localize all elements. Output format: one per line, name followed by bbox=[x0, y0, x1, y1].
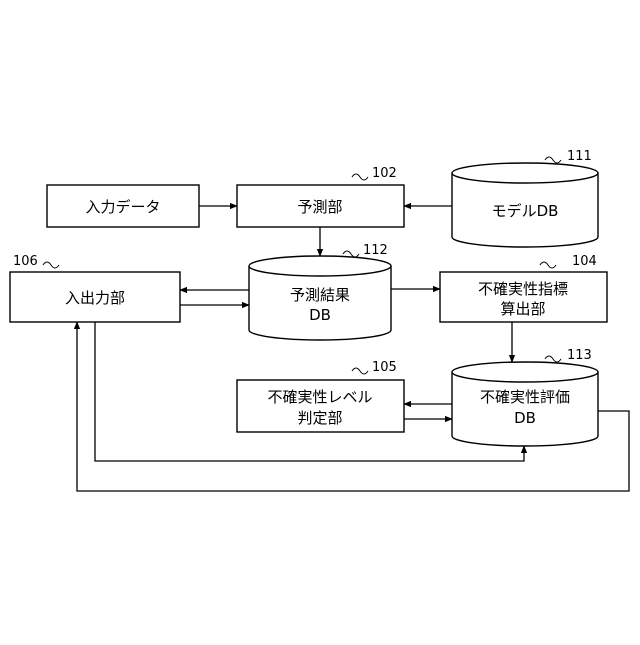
prediction-result-db-label-2: DB bbox=[309, 306, 331, 324]
prediction-result-db-cylinder: 予測結果 DB bbox=[249, 256, 391, 340]
ref-105-label: 105 bbox=[372, 360, 397, 375]
prediction-unit-box: 予測部 bbox=[237, 185, 404, 227]
ref-102-label: 102 bbox=[372, 166, 397, 181]
ref-111-label: 111 bbox=[567, 149, 592, 164]
uncertainty-eval-db-cylinder: 不確実性評価 DB bbox=[452, 362, 598, 446]
ref-106: 106 bbox=[13, 254, 59, 269]
ref-112-label: 112 bbox=[363, 243, 388, 258]
ref-102: 102 bbox=[352, 166, 397, 181]
input-data-box: 入力データ bbox=[47, 185, 199, 227]
uncertainty-level-label-1: 不確実性レベル bbox=[267, 388, 372, 406]
io-unit-box: 入出力部 bbox=[10, 272, 180, 322]
ref-113-label: 113 bbox=[567, 348, 592, 363]
ref-106-label: 106 bbox=[13, 254, 38, 269]
input-data-label: 入力データ bbox=[85, 198, 160, 216]
uncertainty-eval-db-label-2: DB bbox=[514, 409, 536, 427]
model-db-label: モデルDB bbox=[492, 202, 559, 220]
model-db-cylinder: モデルDB bbox=[452, 163, 598, 247]
prediction-unit-label: 予測部 bbox=[297, 198, 342, 216]
uncertainty-level-label-2: 判定部 bbox=[297, 409, 342, 427]
ref-105: 105 bbox=[352, 360, 397, 375]
ref-104-label: 104 bbox=[572, 254, 597, 269]
uncertainty-eval-db-label-1: 不確実性評価 bbox=[480, 388, 570, 406]
io-unit-label: 入出力部 bbox=[65, 289, 125, 307]
prediction-result-db-label-1: 予測結果 bbox=[290, 286, 350, 304]
uncertainty-index-label-2: 算出部 bbox=[500, 300, 545, 318]
uncertainty-index-label-1: 不確実性指標 bbox=[478, 280, 568, 298]
ref-113: 113 bbox=[545, 348, 592, 363]
uncertainty-index-box: 不確実性指標 算出部 bbox=[440, 272, 607, 322]
ref-112: 112 bbox=[343, 243, 388, 258]
ref-104: 104 bbox=[540, 254, 597, 269]
uncertainty-level-box: 不確実性レベル 判定部 bbox=[237, 380, 404, 432]
ref-111: 111 bbox=[545, 149, 592, 164]
